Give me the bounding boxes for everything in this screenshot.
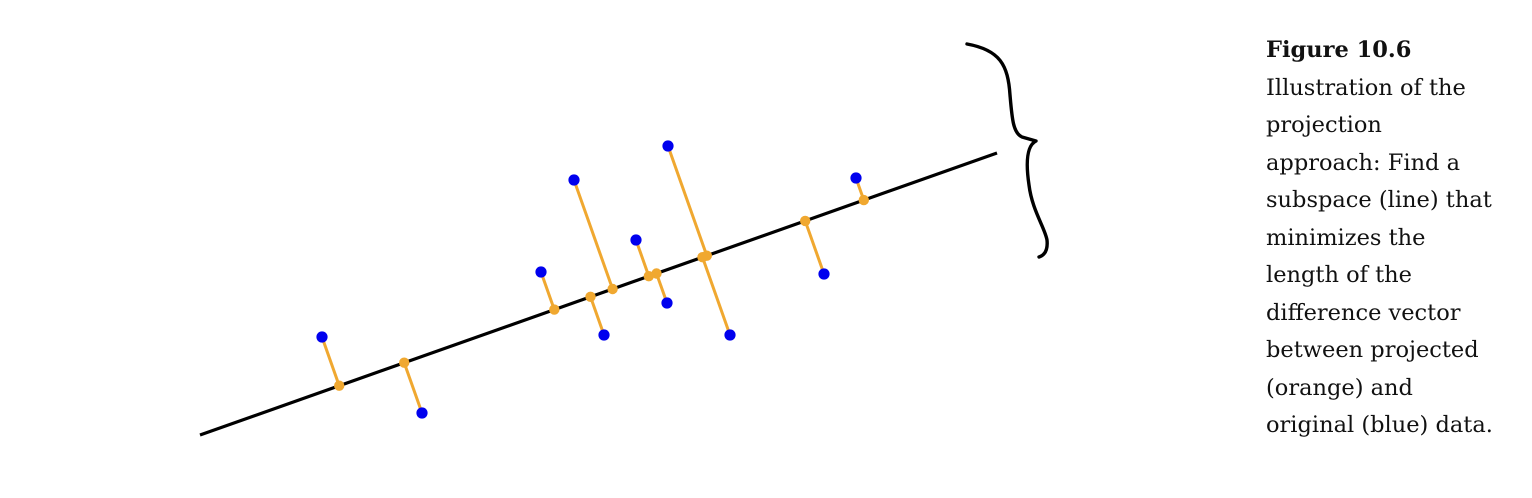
projected-point bbox=[800, 215, 811, 227]
figure-caption: Figure 10.6 Illustration of the projecti… bbox=[1266, 32, 1528, 445]
difference-vector bbox=[634, 239, 651, 277]
projected-point bbox=[549, 304, 560, 315]
projected-point bbox=[585, 291, 596, 302]
original-point bbox=[568, 174, 580, 186]
projected-point bbox=[399, 357, 410, 368]
original-point bbox=[535, 266, 547, 278]
difference-vector bbox=[402, 362, 424, 414]
difference-vector bbox=[320, 336, 341, 387]
difference-vector bbox=[701, 256, 732, 336]
caption-text: Illustration of the projection approach:… bbox=[1266, 74, 1493, 439]
original-point bbox=[724, 329, 736, 341]
original-point bbox=[662, 140, 674, 152]
difference-vector bbox=[803, 220, 826, 275]
original-point bbox=[316, 331, 328, 343]
original-point bbox=[416, 407, 428, 419]
original-point bbox=[850, 172, 862, 184]
subspace-line bbox=[199, 151, 998, 437]
projected-point bbox=[858, 194, 869, 206]
difference-vector bbox=[666, 145, 709, 257]
projected-point bbox=[651, 268, 662, 279]
difference-vector bbox=[572, 179, 615, 290]
original-point bbox=[818, 268, 830, 280]
original-point bbox=[598, 329, 610, 341]
original-point bbox=[661, 297, 673, 309]
projected-point bbox=[334, 380, 345, 391]
projected-points bbox=[334, 194, 869, 391]
original-points bbox=[316, 140, 862, 419]
curly-brace bbox=[965, 42, 1049, 259]
projected-point bbox=[607, 283, 618, 295]
projected-point bbox=[697, 252, 708, 263]
difference-vector bbox=[539, 271, 556, 311]
projection-illustration bbox=[199, 42, 1049, 437]
difference-vectors bbox=[320, 145, 866, 414]
difference-vector bbox=[589, 296, 606, 336]
figure-label: Figure 10.6 bbox=[1266, 37, 1412, 63]
original-point bbox=[630, 234, 642, 246]
